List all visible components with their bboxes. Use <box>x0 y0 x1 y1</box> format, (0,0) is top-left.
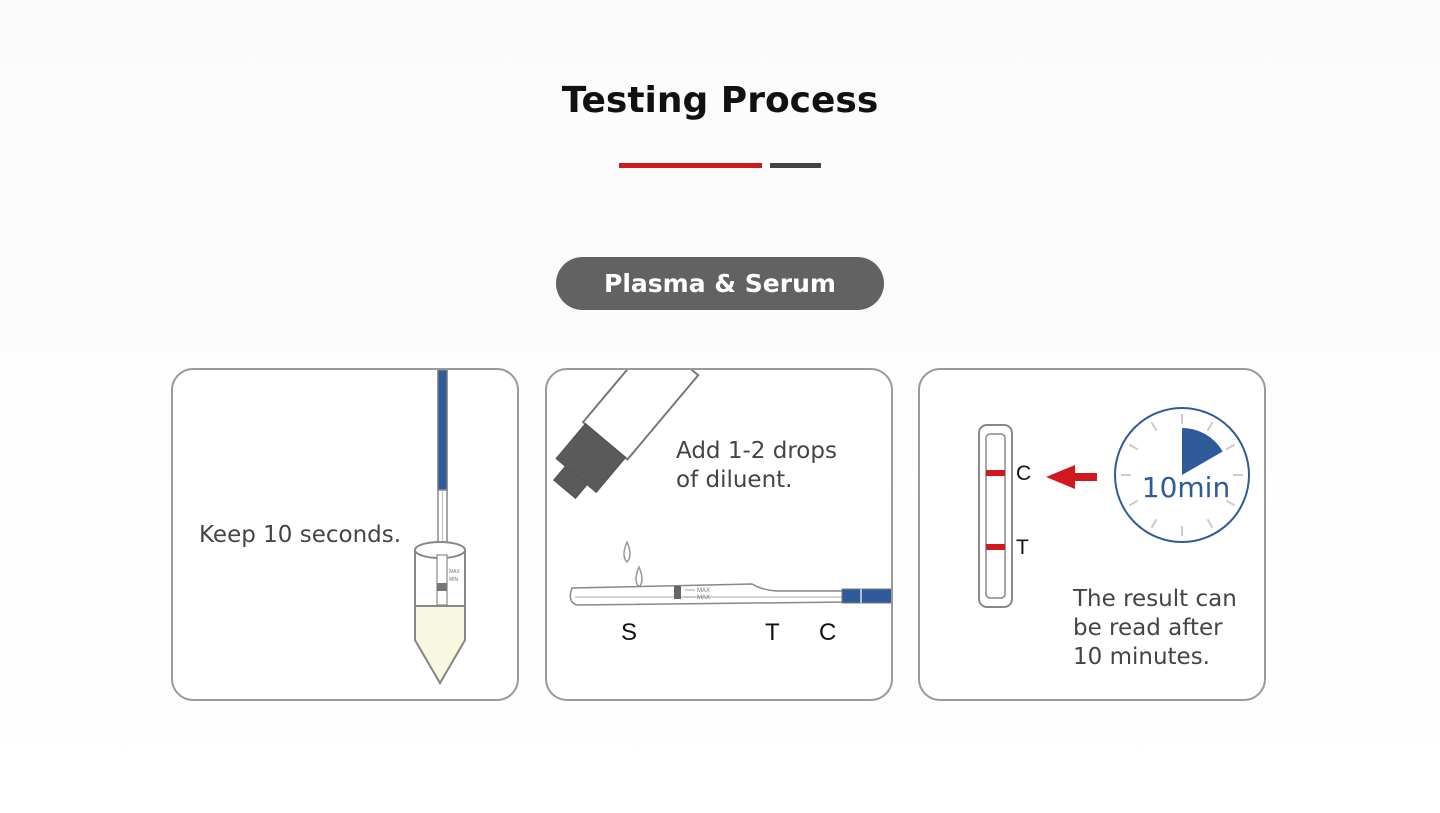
strip-mark-max-1: MAX <box>697 588 710 594</box>
strip-blue-end <box>841 588 891 604</box>
tube-liquid <box>415 606 465 683</box>
strip-mark-max-2: MAX <box>697 595 710 601</box>
step-card-2: MAX MAX Add 1-2 drops of diluent. S T C <box>545 368 893 701</box>
timer-icon <box>1114 407 1250 543</box>
diluent-drop-1 <box>623 540 631 564</box>
test-line <box>986 544 1005 550</box>
step-3-instruction-line-2: be read after <box>1073 615 1223 641</box>
cassette-label-c: C <box>1016 462 1032 485</box>
timer-label: 10min <box>1142 471 1230 504</box>
step-3-instruction-line-1: The result can <box>1073 586 1237 612</box>
test-strip-in-tube-illustration: MAX MIN <box>414 370 466 685</box>
step-1-instruction: Keep 10 seconds. <box>199 522 402 548</box>
title-underline-red <box>619 163 762 168</box>
sample-type-label: Plasma & Serum <box>604 269 836 298</box>
diluent-drop-2 <box>635 565 643 589</box>
page-title: Testing Process <box>561 80 879 121</box>
strip-label-s: S <box>621 619 638 646</box>
sample-type-pill: Plasma & Serum <box>556 257 884 310</box>
result-timer-illustration: 10min <box>978 407 1250 608</box>
step-3-instruction-line-3: 10 minutes. <box>1073 644 1210 670</box>
control-line <box>986 470 1005 476</box>
step-card-1: MAX MIN Keep 10 seconds. <box>171 368 519 701</box>
strip-label-c: C <box>819 619 837 646</box>
step-card-3: 10min C T The result can be read after 1… <box>918 368 1266 701</box>
arrow-icon <box>1046 465 1097 489</box>
title-underline-dark <box>770 163 821 168</box>
cassette-label-t: T <box>1016 536 1029 559</box>
dropper-cassette-illustration: MAX MAX <box>552 370 891 606</box>
strip-label-t: T <box>765 619 780 646</box>
tube-mark-min: MIN <box>449 577 459 583</box>
strip-handle <box>437 370 448 491</box>
dropper-bottle <box>552 370 700 500</box>
tube-mark-max: MAX <box>449 569 461 575</box>
step-2-instruction-line-1: Add 1-2 drops <box>676 438 837 464</box>
step-2-instruction-line-2: of diluent. <box>676 467 793 493</box>
